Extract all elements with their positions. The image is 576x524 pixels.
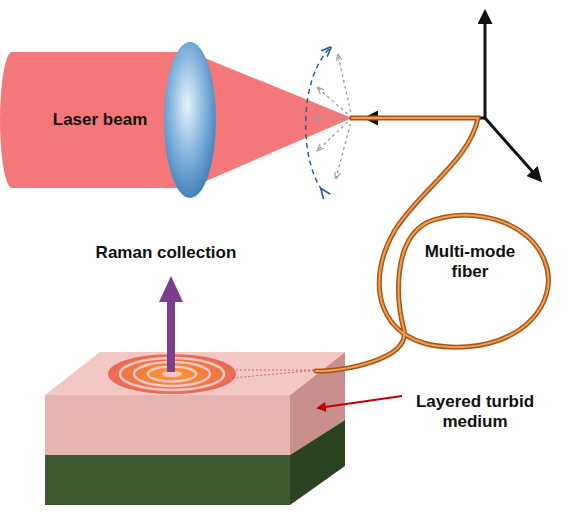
laser-beam: [0, 52, 190, 188]
pointer-arrow: [318, 396, 402, 408]
axes: [366, 12, 540, 180]
scan-rays: [314, 55, 352, 178]
beam-label: Laser beam: [25, 110, 175, 130]
medium-label: Layered turbid medium: [405, 392, 545, 433]
lens: [164, 42, 216, 198]
raman-label: Raman collection: [81, 243, 251, 263]
raman-arrow: [159, 276, 183, 372]
fiber-rays: [232, 370, 318, 378]
scan-arc: [306, 48, 330, 190]
multimode-fiber: [316, 118, 548, 371]
medium-block: [45, 352, 345, 505]
fiber-highlight: [316, 118, 548, 371]
fiber-label: Multi-mode fiber: [420, 242, 520, 283]
